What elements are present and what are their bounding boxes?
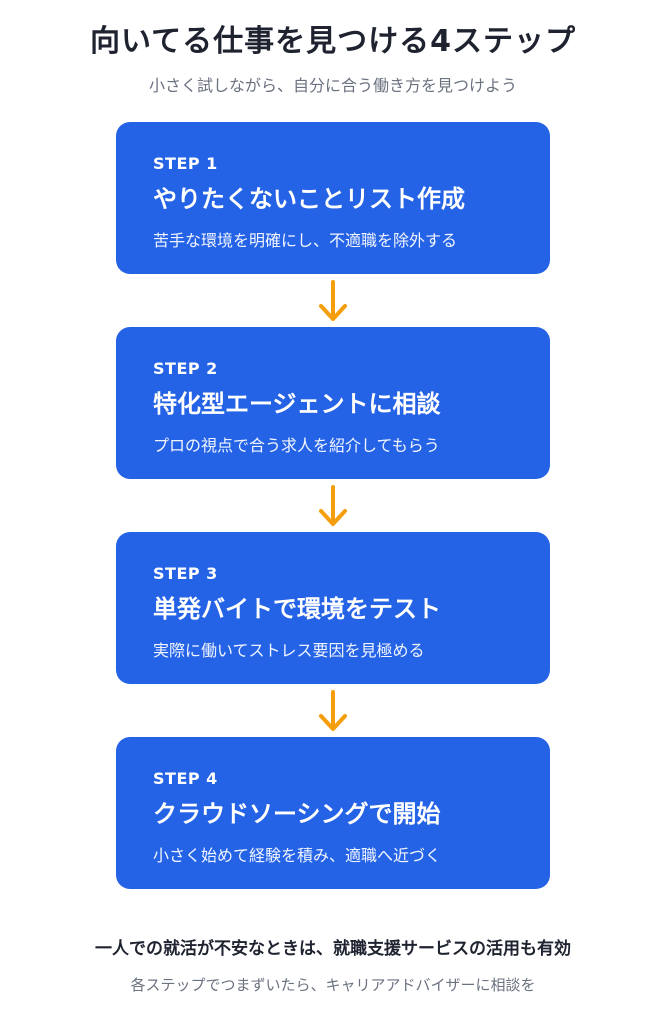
step-description: 苦手な環境を明確にし、不適職を除外する <box>153 231 458 250</box>
arrow-down-icon <box>319 485 347 526</box>
footer-note: 一人での就活が不安なときは、就職支援サービスの活用も有効 <box>95 939 571 959</box>
step-card-2: STEP 2 特化型エージェントに相談 プロの視点で合う求人を紹介してもらう <box>116 327 550 479</box>
step-label: STEP 4 <box>153 769 218 788</box>
step-card-3: STEP 3 単発バイトで環境をテスト 実際に働いてストレス要因を見極める <box>116 532 550 684</box>
footer-sub-note: 各ステップでつまずいたら、キャリアアドバイザーに相談を <box>130 976 536 994</box>
step-title: やりたくないことリスト作成 <box>153 185 465 213</box>
step-label: STEP 3 <box>153 564 218 583</box>
step-description: 実際に働いてストレス要因を見極める <box>153 641 425 660</box>
step-description: 小さく始めて経験を積み、適職へ近づく <box>153 846 442 865</box>
step-title: 特化型エージェントに相談 <box>153 390 441 418</box>
step-title: 単発バイトで環境をテスト <box>153 595 441 623</box>
step-card-1: STEP 1 やりたくないことリスト作成 苦手な環境を明確にし、不適職を除外する <box>116 122 550 274</box>
step-description: プロの視点で合う求人を紹介してもらう <box>153 436 440 455</box>
page-title: 向いてる仕事を見つける4ステップ <box>90 24 576 59</box>
arrow-down-icon <box>319 690 347 731</box>
arrow-down-icon <box>319 280 347 321</box>
step-label: STEP 2 <box>153 359 218 378</box>
page-subtitle: 小さく試しながら、自分に合う働き方を見つけよう <box>148 76 517 95</box>
step-title: クラウドソーシングで開始 <box>153 800 441 828</box>
step-label: STEP 1 <box>153 154 218 173</box>
step-card-4: STEP 4 クラウドソーシングで開始 小さく始めて経験を積み、適職へ近づく <box>116 737 550 889</box>
